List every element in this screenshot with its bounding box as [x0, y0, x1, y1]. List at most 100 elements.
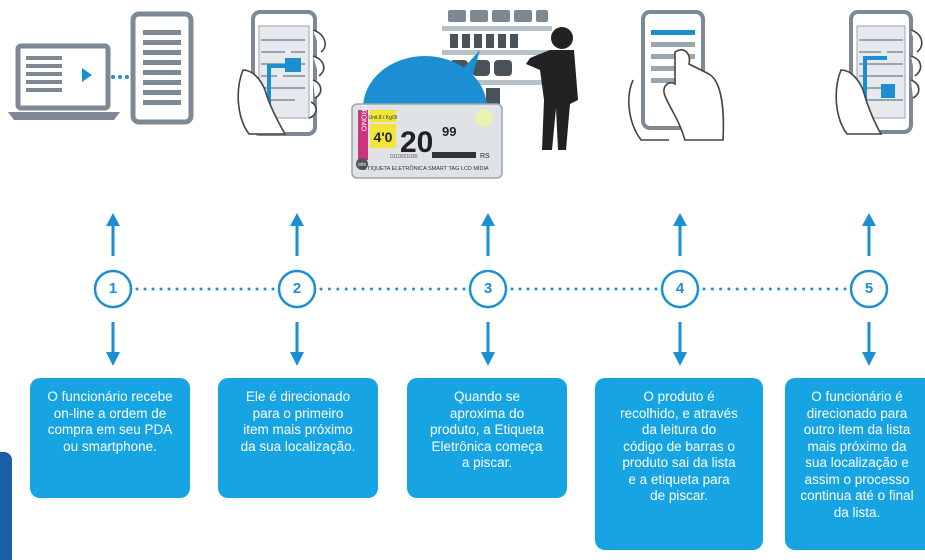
step-number-1: 1	[108, 280, 118, 297]
step-card-5: O funcionário é direcionado para outro i…	[785, 378, 925, 550]
connector-dot	[710, 287, 714, 291]
transfer-dots-icon	[111, 75, 129, 79]
connector-dot	[518, 287, 522, 291]
label-currency: RS	[480, 153, 490, 160]
hand-icon	[835, 29, 923, 135]
connector-dot	[574, 287, 578, 291]
connector-dot	[590, 287, 594, 291]
connector-dot	[622, 287, 626, 291]
connector-dot	[534, 287, 538, 291]
connector-dot	[327, 287, 331, 291]
step-circle-4	[660, 269, 700, 309]
label-brand: ortx	[358, 162, 367, 168]
electronic-shelf-label: PROMO Unit.8 / Kg/3t 4'0 20 99 RS 011002…	[351, 103, 503, 179]
step-card-1: O funcionário recebe on-line a ordem de …	[30, 378, 190, 498]
connector-dot	[630, 287, 634, 291]
connector-dot	[598, 287, 602, 291]
phone-map-illustration	[237, 10, 326, 136]
connector-dot	[175, 287, 179, 291]
connector-dot	[378, 287, 382, 291]
connector-dot	[386, 287, 390, 291]
connector-dot	[818, 287, 822, 291]
connector-dot	[135, 287, 139, 291]
connector-dot	[785, 287, 789, 291]
down-arrow-icon	[673, 352, 687, 366]
connector-dot	[143, 287, 147, 291]
connector-dot	[454, 287, 458, 291]
step-circle-2	[277, 269, 317, 309]
laptop-icon	[8, 43, 120, 120]
connector-dot	[526, 287, 530, 291]
connector-dot	[646, 287, 650, 291]
connector-dot	[361, 287, 365, 291]
step-number-5: 5	[864, 280, 874, 297]
connector-dot	[793, 287, 797, 291]
connector-dot	[437, 287, 441, 291]
connector-dot	[654, 287, 658, 291]
connector-dot	[239, 287, 243, 291]
shopper-silhouette-icon	[526, 27, 578, 150]
phone-list-illustration	[628, 10, 725, 141]
connector-dot	[207, 287, 211, 291]
connector-dot	[558, 287, 562, 291]
connector-dot	[255, 287, 259, 291]
connector-dot	[777, 287, 781, 291]
connector-dot	[802, 287, 806, 291]
connector-dot	[395, 287, 399, 291]
down-arrow-icon	[862, 352, 876, 366]
step-description-3: Quando se aproxima do produto, a Etiquet…	[429, 389, 545, 470]
connector-dot	[428, 287, 432, 291]
connector-dot	[369, 287, 373, 291]
up-arrow-icon	[862, 213, 876, 226]
smartphone-icon	[130, 11, 194, 125]
connector-dot	[199, 287, 203, 291]
connector-dot	[445, 287, 449, 291]
step-card-3: Quando se aproxima do produto, a Etiquet…	[407, 378, 567, 498]
connector-dot	[151, 287, 155, 291]
connector-dot	[271, 287, 275, 291]
connector-dot	[810, 287, 814, 291]
down-arrow-icon	[481, 352, 495, 366]
connector-dot	[191, 287, 195, 291]
laptop-to-phone-illustration	[8, 11, 194, 125]
connector-dot	[735, 287, 739, 291]
connector-dot	[614, 287, 618, 291]
step-description-4: O produto é recolhido, e através da leit…	[620, 389, 738, 503]
label-promo-text: PROMO	[360, 105, 367, 132]
connector-dot	[843, 287, 847, 291]
up-arrow-icon	[106, 213, 120, 226]
up-arrow-icon	[673, 213, 687, 226]
step-description-2: Ele é direcionado para o primeiro item m…	[240, 389, 356, 454]
connector-dot	[510, 287, 514, 291]
connector-dot	[702, 287, 706, 291]
connector-dot	[727, 287, 731, 291]
connector-dot	[215, 287, 219, 291]
hand-icon	[237, 29, 326, 135]
step-circle-5	[849, 269, 889, 309]
connector-dot	[768, 287, 772, 291]
label-caption: ETIQUETA ELETRÔNICA SMART TAG LCD MÍDIA	[363, 165, 489, 172]
label-price-main: 20	[400, 126, 433, 159]
connector-dot	[462, 287, 466, 291]
connector-dot	[247, 287, 251, 291]
down-arrow-icon	[290, 352, 304, 366]
connector-dot	[420, 287, 424, 291]
shelf-scene-illustration: PROMO Unit.8 / Kg/3t 4'0 20 99 RS 011002…	[351, 10, 578, 179]
connector-dot	[826, 287, 830, 291]
step-number-4: 4	[675, 280, 685, 297]
connector-dot	[542, 287, 546, 291]
up-arrow-icon	[481, 213, 495, 226]
step-card-4: O produto é recolhido, e através da leit…	[595, 378, 763, 550]
connector-dot	[336, 287, 340, 291]
label-price-small: 4'0	[374, 129, 393, 145]
step-card-2: Ele é direcionado para o primeiro item m…	[218, 378, 378, 498]
connector-dot	[606, 287, 610, 291]
connector-dot	[159, 287, 163, 291]
connector-dot	[263, 287, 267, 291]
connector-dot	[403, 287, 407, 291]
connector-dot	[183, 287, 187, 291]
connector-dot	[835, 287, 839, 291]
connector-dot	[231, 287, 235, 291]
step-circle-3	[468, 269, 508, 309]
